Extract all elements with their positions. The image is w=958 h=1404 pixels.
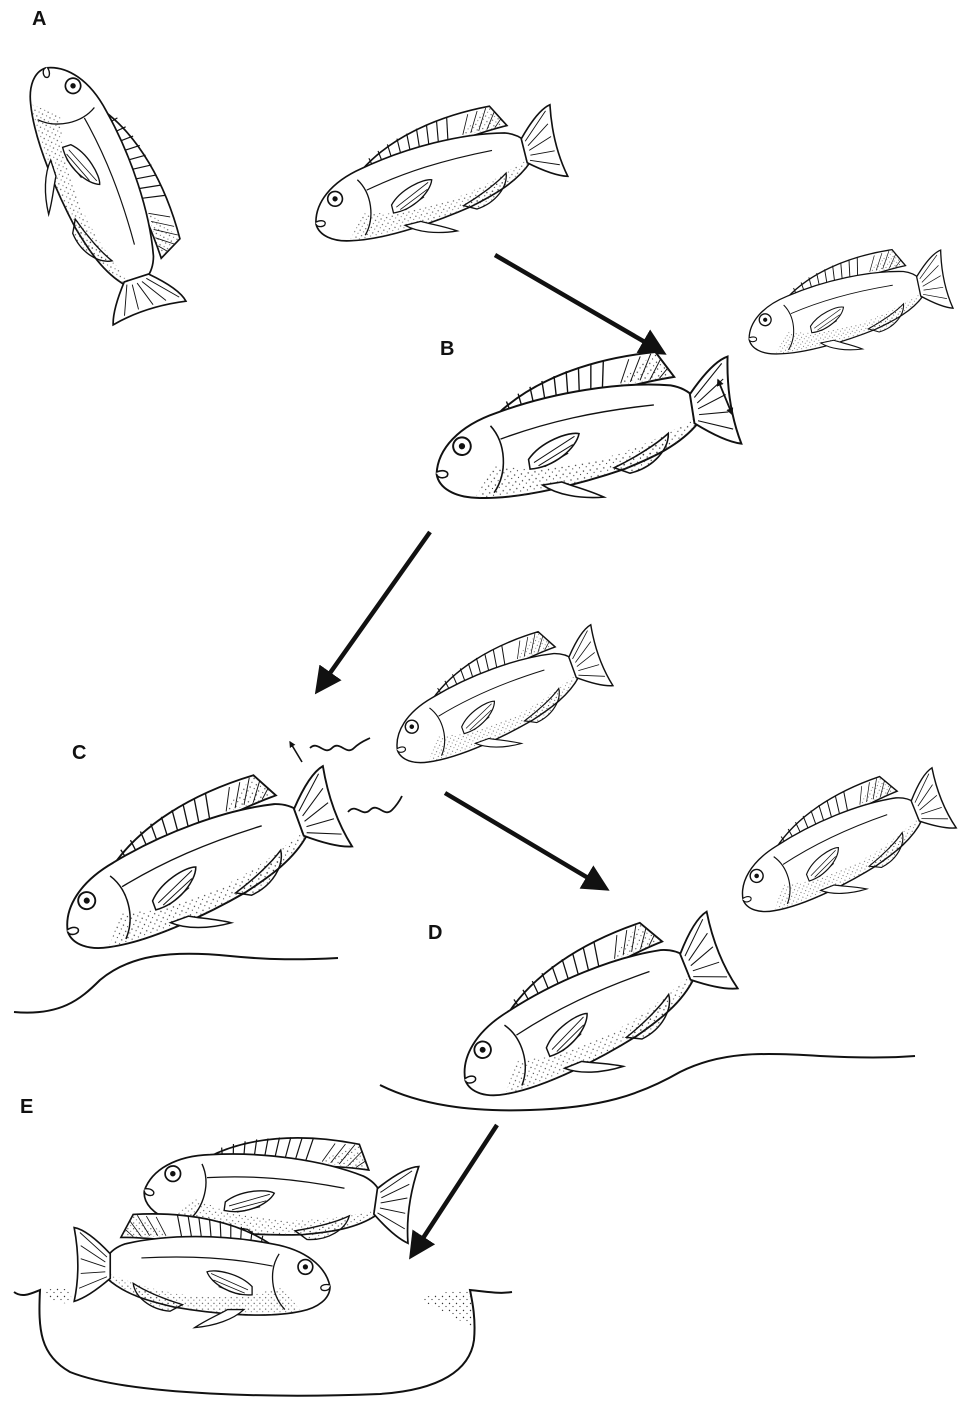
fish-c-lower bbox=[39, 751, 363, 976]
substrate-line-d bbox=[380, 1054, 915, 1110]
fish-d-right bbox=[719, 757, 958, 934]
arrow-a-to-b bbox=[495, 255, 662, 352]
arrow-d-to-e bbox=[412, 1125, 497, 1255]
fish-b-right bbox=[737, 239, 957, 371]
fish-c-upper bbox=[376, 613, 621, 784]
wavy-line-icon bbox=[310, 738, 370, 750]
wavy-line-icon bbox=[348, 796, 402, 812]
fish-b-left bbox=[423, 340, 746, 522]
pit-stipple-left bbox=[42, 1289, 72, 1304]
small-arrow-icon bbox=[290, 742, 302, 762]
pit-stipple-right bbox=[420, 1291, 472, 1330]
fish-a-vertical bbox=[5, 45, 199, 334]
substrate-line-c bbox=[14, 954, 338, 1013]
fish-d-left bbox=[435, 897, 749, 1123]
arrow-b-to-c bbox=[318, 532, 430, 690]
arrow-c-to-d bbox=[445, 793, 605, 888]
fish-a-horizontal bbox=[298, 91, 574, 263]
